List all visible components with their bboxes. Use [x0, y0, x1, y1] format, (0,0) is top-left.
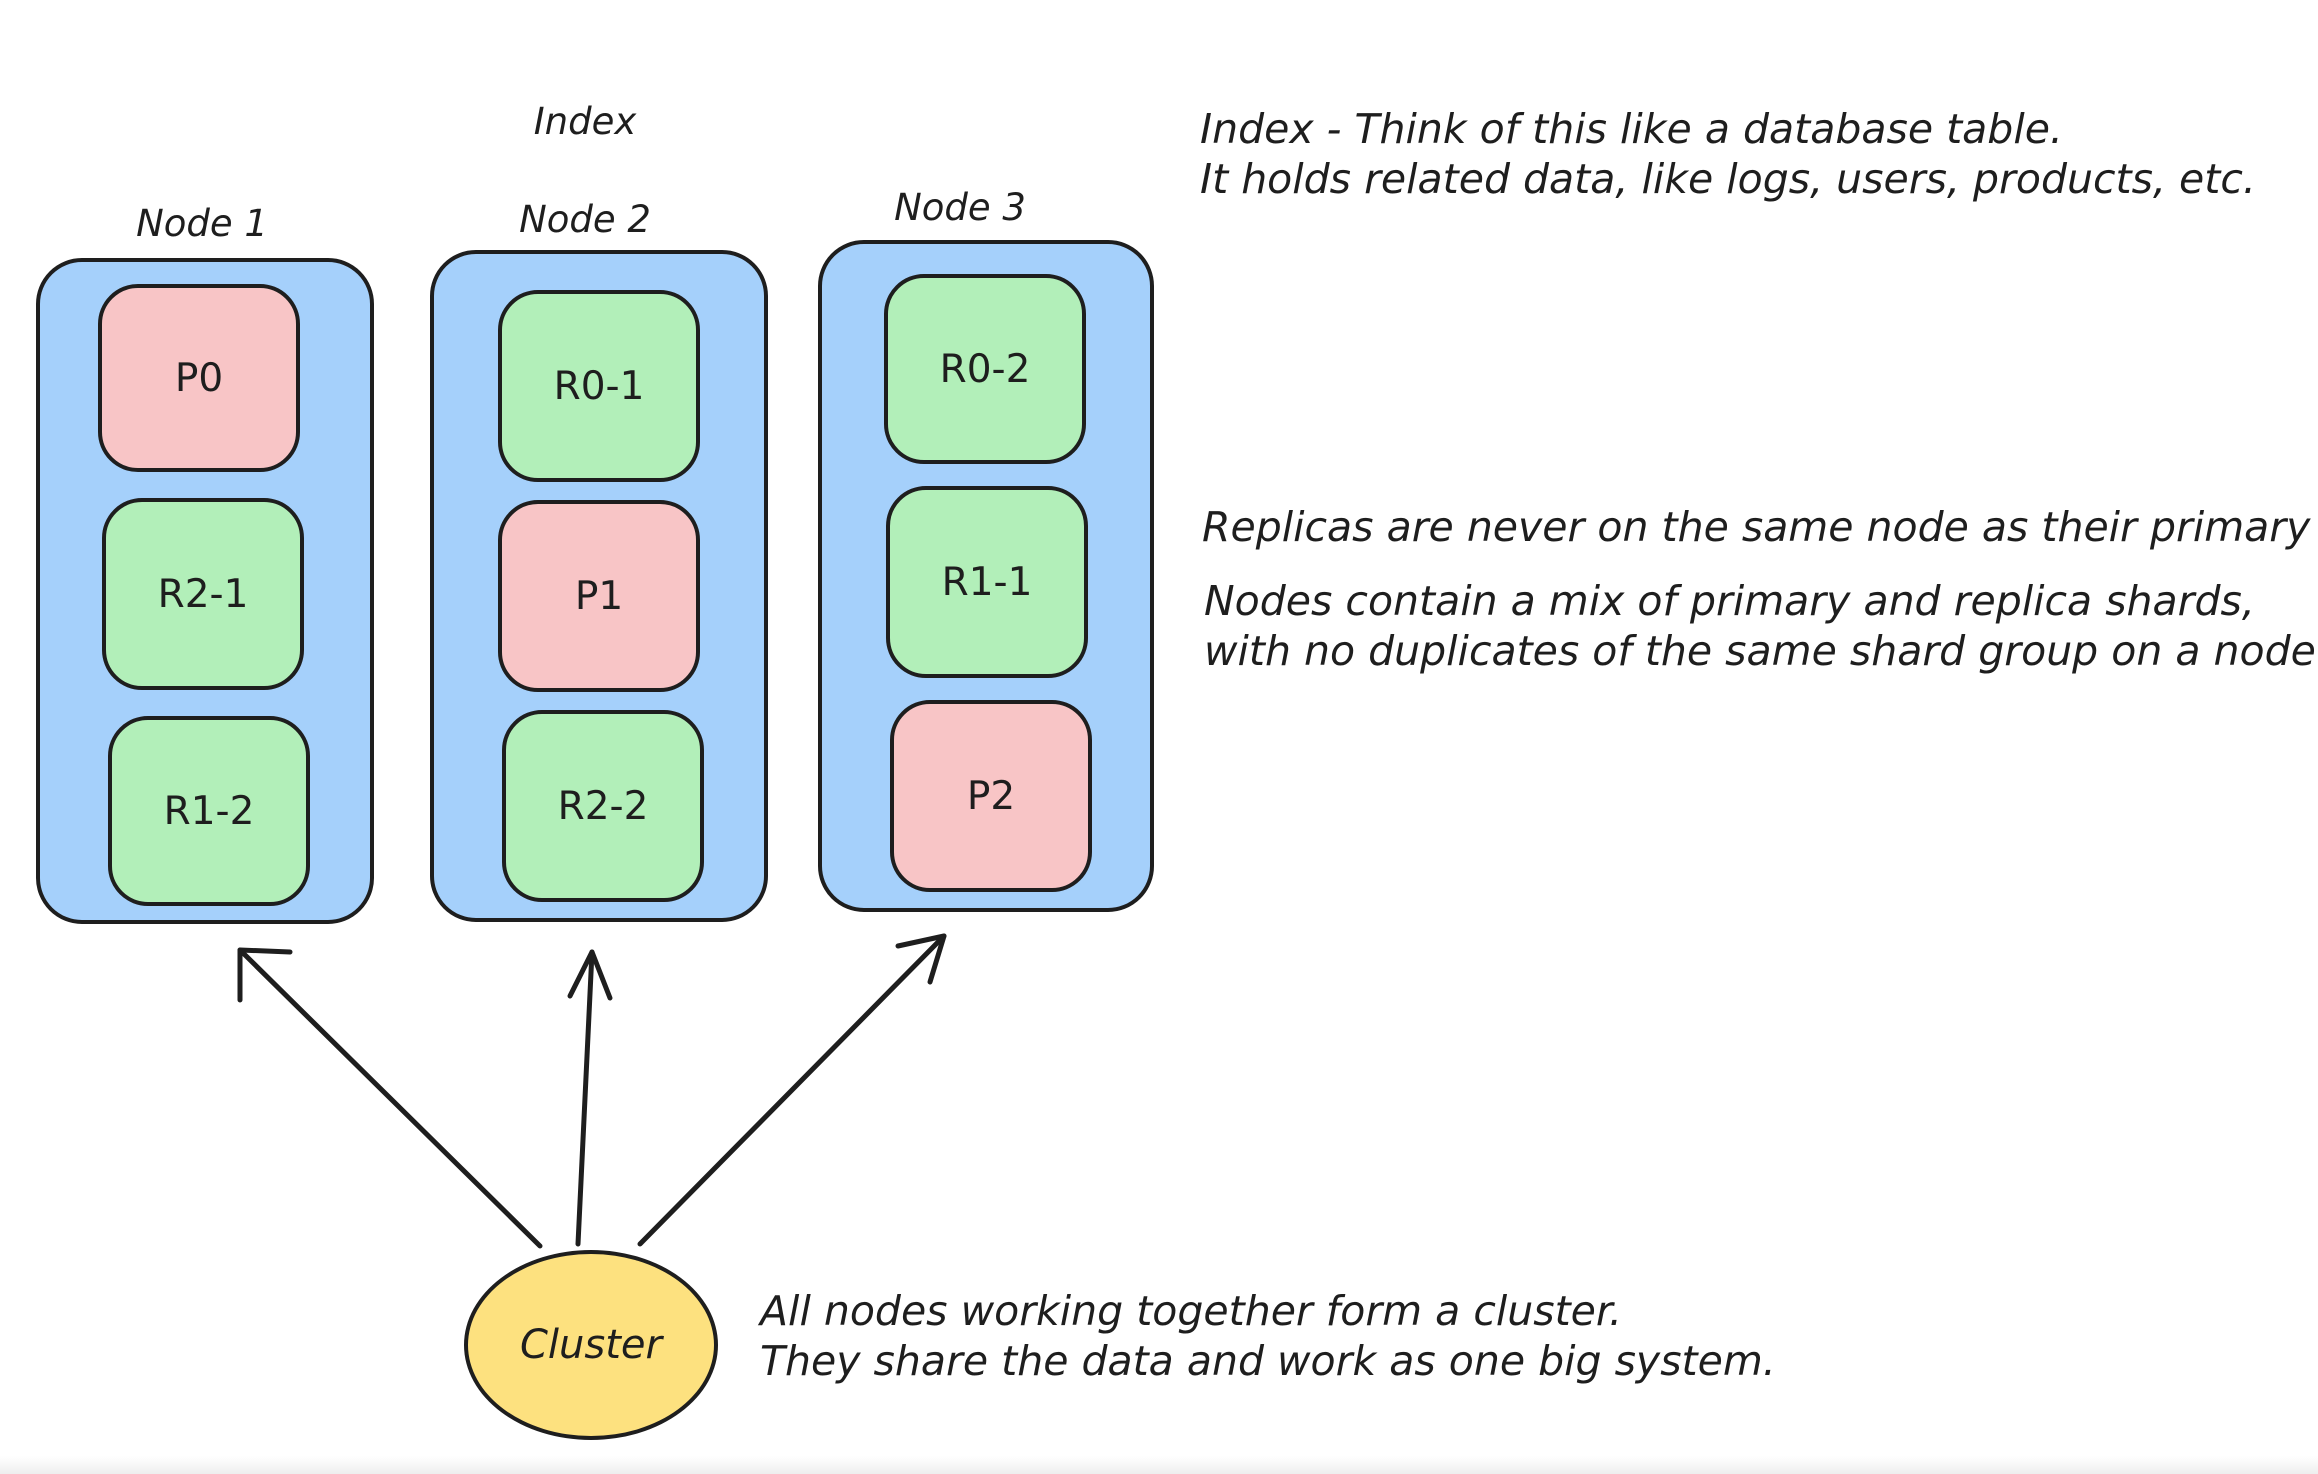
shard-r0-2: R0-2 — [884, 274, 1086, 464]
mix-note: Nodes contain a mix of primary and repli… — [1204, 576, 2316, 676]
shard-r2-1: R2-1 — [102, 498, 304, 690]
cluster-note-line-2: They share the data and work as one big … — [760, 1337, 1776, 1385]
index-note-line-2: It holds related data, like logs, users,… — [1200, 155, 2256, 203]
node-1: P0 R2-1 R1-2 — [36, 258, 374, 924]
shard-r0-1: R0-1 — [498, 290, 700, 482]
node-2: R0-1 P1 R2-2 — [430, 250, 768, 922]
shard-p2: P2 — [890, 700, 1092, 892]
mix-note-line-1: Nodes contain a mix of primary and repli… — [1204, 577, 2255, 625]
node-3-label: Node 3 — [894, 186, 1026, 229]
index-note-line-1: Index - Think of this like a database ta… — [1200, 105, 2063, 153]
shard-p1: P1 — [498, 500, 700, 692]
arrow-to-node-1 — [237, 947, 543, 1249]
index-note: Index - Think of this like a database ta… — [1200, 104, 2256, 204]
arrow-to-node-2 — [567, 949, 613, 1247]
cluster-note-line-1: All nodes working together form a cluste… — [760, 1287, 1623, 1335]
node-2-label: Node 2 — [519, 198, 651, 241]
node-3: R0-2 R1-1 P2 — [818, 240, 1154, 912]
mix-note-line-2: with no duplicates of the same shard gro… — [1204, 627, 2316, 675]
shard-r1-2: R1-2 — [108, 716, 310, 906]
index-label: Index — [533, 100, 637, 143]
cluster-note: All nodes working together form a cluste… — [760, 1286, 1776, 1386]
node-1-label: Node 1 — [136, 202, 268, 245]
shard-r2-2: R2-2 — [502, 710, 704, 902]
replicas-note: Replicas are never on the same node as t… — [1202, 503, 2311, 551]
shard-p0: P0 — [98, 284, 300, 472]
shard-r1-1: R1-1 — [886, 486, 1088, 678]
cluster-label: Cluster — [520, 1322, 662, 1368]
bottom-shadow — [0, 1456, 2318, 1474]
cluster-node: Cluster — [464, 1250, 718, 1440]
arrow-to-node-3 — [637, 933, 947, 1247]
